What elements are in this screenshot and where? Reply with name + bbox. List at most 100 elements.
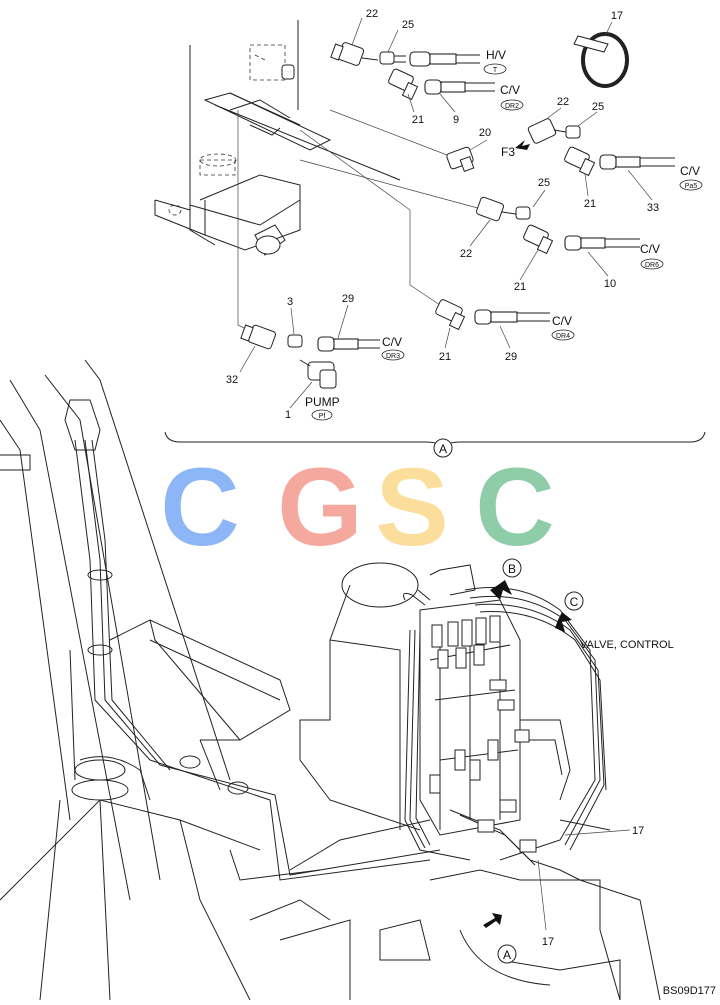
view-arrow-c: C	[555, 591, 584, 632]
fitting-22-mid	[527, 118, 567, 144]
callout-32: 32	[226, 374, 238, 386]
callout-9: 9	[453, 114, 459, 126]
cv-dr6-label: C/V	[640, 242, 660, 256]
callout-1: 1	[285, 409, 291, 421]
port-t: T	[493, 67, 498, 74]
leader	[544, 107, 562, 121]
leader	[564, 829, 631, 836]
cv-dr3-label: C/V	[382, 335, 402, 349]
callout-20: 20	[479, 127, 491, 139]
leader	[387, 29, 399, 53]
port-dr3: DR3	[386, 353, 400, 360]
hose-pa5	[599, 154, 675, 170]
callout-22: 22	[460, 248, 472, 260]
valve-label: VALVE, CONTROL	[580, 639, 674, 651]
leader	[444, 327, 451, 349]
arrow-f3	[515, 140, 530, 150]
cv-pa5-label: C/V	[680, 164, 700, 178]
leader	[587, 251, 609, 277]
detail-brace: A	[164, 431, 706, 458]
callout-21: 21	[412, 114, 424, 126]
watermark-letter: G	[277, 446, 363, 569]
leader	[519, 249, 539, 281]
fitting-21-low	[523, 224, 554, 255]
fitting-25-low	[515, 206, 531, 220]
leader	[537, 859, 547, 931]
port-dr2: DR2	[505, 103, 519, 110]
fitting-21-mid	[564, 146, 596, 177]
callout-25: 25	[402, 19, 414, 31]
boom-structure	[0, 359, 441, 1001]
strap-17-top	[573, 21, 629, 88]
fitting-22-low	[475, 196, 517, 222]
leader	[499, 325, 511, 349]
callout-22: 22	[557, 96, 569, 108]
callout-29: 29	[505, 351, 517, 363]
elbow-1	[299, 359, 337, 389]
callout-f3: F3	[501, 145, 515, 159]
port-pf: Pf	[319, 413, 326, 420]
fitting-22-top	[330, 42, 379, 66]
port-dr4: DR4	[556, 333, 570, 340]
fitting-20	[446, 146, 475, 172]
view-label-c: C	[570, 595, 579, 609]
view-arrow-b: B	[490, 558, 522, 600]
fitting-3	[287, 334, 303, 348]
view-label-a: A	[439, 442, 447, 456]
cv-dr4-label: C/V	[552, 314, 572, 328]
hose-dr4	[474, 309, 550, 325]
leader	[289, 381, 313, 409]
hose-hv	[409, 51, 480, 67]
fitting-25-top	[379, 51, 406, 65]
callout-21: 21	[514, 281, 526, 293]
view-label-a-bottom: A	[503, 948, 511, 962]
pump-label: PUMP	[305, 395, 340, 409]
watermark-letter: C	[160, 446, 239, 569]
watermark-logo: C G S C	[160, 446, 554, 569]
callout-17-bottom: 17	[542, 936, 554, 948]
callout-33: 33	[647, 202, 659, 214]
leader	[532, 189, 546, 208]
frame-bracket-drawing	[154, 20, 486, 336]
leader	[351, 17, 363, 46]
callout-3: 3	[287, 296, 293, 308]
callout-25: 25	[538, 177, 550, 189]
leader	[290, 307, 295, 335]
callout-29: 29	[342, 293, 354, 305]
callout-25: 25	[592, 101, 604, 113]
callout-17-right: 17	[632, 825, 644, 837]
hydraulic-tank	[299, 562, 476, 831]
watermark-letter: C	[475, 446, 554, 569]
leader	[584, 173, 589, 197]
cv-dr2-label: C/V	[500, 83, 520, 97]
port-pa5: Pa5	[685, 183, 698, 190]
fitting-32	[240, 324, 277, 350]
connection-labels: H/V T C/V DR2 C/V Pa5 C/V DR6 C/V DR4 C/…	[305, 48, 703, 421]
leader	[469, 139, 488, 151]
callout-21: 21	[439, 351, 451, 363]
view-label-b: B	[508, 562, 516, 576]
leader	[337, 304, 349, 339]
watermark-letter: S	[375, 446, 448, 569]
leader	[407, 93, 415, 113]
callout-numbers: 22 25 17 21 9 20 F3 22 25 21 33 25 22 21…	[226, 8, 659, 421]
fitting-21-dr4	[435, 299, 466, 331]
fitting-21-top	[388, 68, 419, 101]
callout-10: 10	[604, 278, 616, 290]
leader	[439, 93, 456, 113]
hose-dr3	[317, 336, 380, 352]
callout-21: 21	[584, 198, 596, 210]
leader	[239, 345, 256, 373]
leader	[577, 111, 598, 127]
callout-22: 22	[366, 8, 378, 20]
port-dr6: DR6	[645, 262, 659, 269]
control-valve-assembly	[379, 587, 661, 1001]
hose-dr6	[564, 235, 640, 251]
drawing-code: BS09D177	[663, 985, 716, 997]
hose-dr2	[424, 79, 495, 95]
view-arrow-a2: A	[483, 913, 517, 964]
hv-label: H/V	[486, 48, 506, 62]
leader	[627, 169, 653, 201]
